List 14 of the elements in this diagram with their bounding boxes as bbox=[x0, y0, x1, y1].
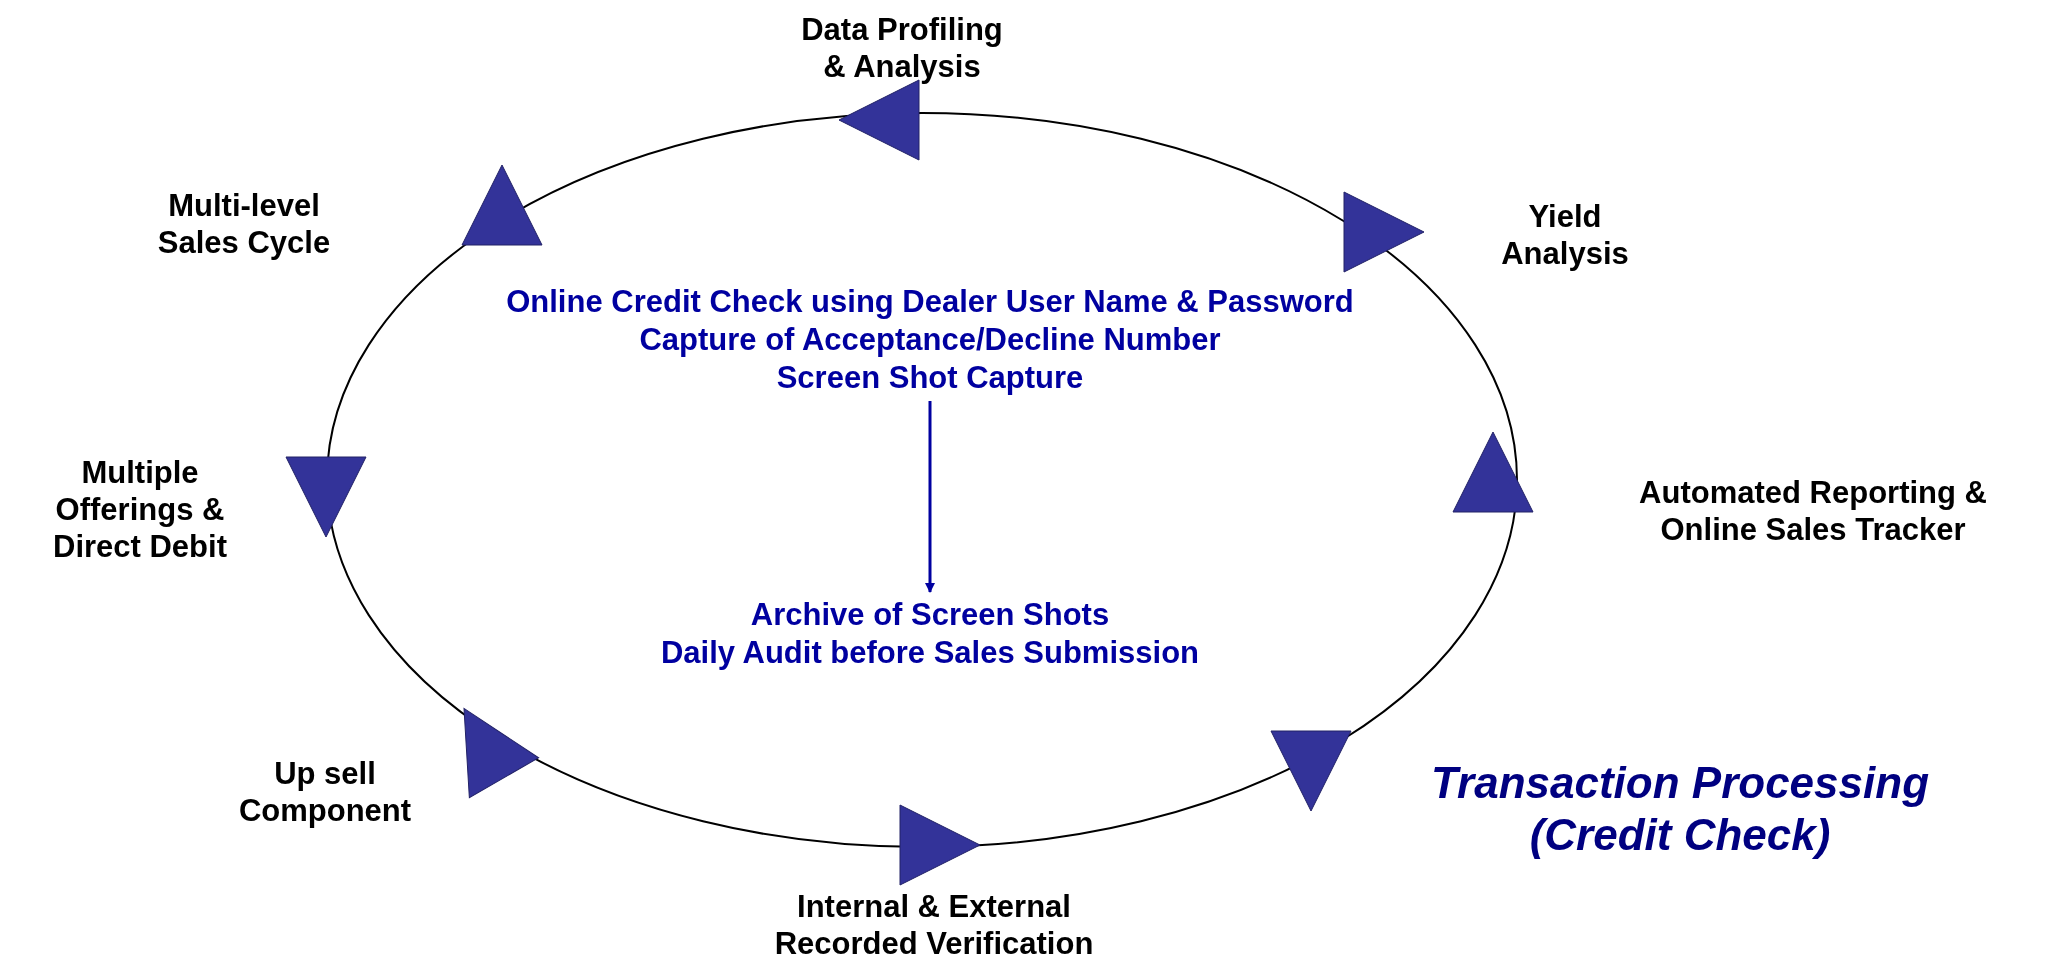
cycle-stage-label: Data Profiling & Analysis bbox=[800, 11, 1004, 85]
process-text: Archive of Screen Shots bbox=[750, 596, 1110, 634]
cycle-stage-label: Internal & External Recorded Verification bbox=[773, 888, 1095, 962]
process-text: Daily Audit before Sales Submission bbox=[660, 634, 1199, 672]
cycle-stage-label: Multiple Offerings & Direct Debit bbox=[52, 453, 228, 565]
process-text: Capture of Acceptance/Decline Number bbox=[639, 321, 1221, 359]
process-text: Screen Shot Capture bbox=[776, 359, 1084, 397]
cycle-stage-label: Up sell Component bbox=[237, 755, 413, 829]
arrow bbox=[925, 401, 935, 593]
cycle-stage-label: Automated Reporting & Online Sales Tracker bbox=[1638, 474, 1988, 548]
cycle-stage-label: Yield Analysis bbox=[1500, 198, 1630, 272]
diagram-title: Transaction Processing (Credit Check) bbox=[1430, 757, 1930, 861]
process-text: Online Credit Check using Dealer User Name & Password bbox=[506, 283, 1354, 321]
cycle-stage-label: Multi-level Sales Cycle bbox=[156, 187, 332, 261]
